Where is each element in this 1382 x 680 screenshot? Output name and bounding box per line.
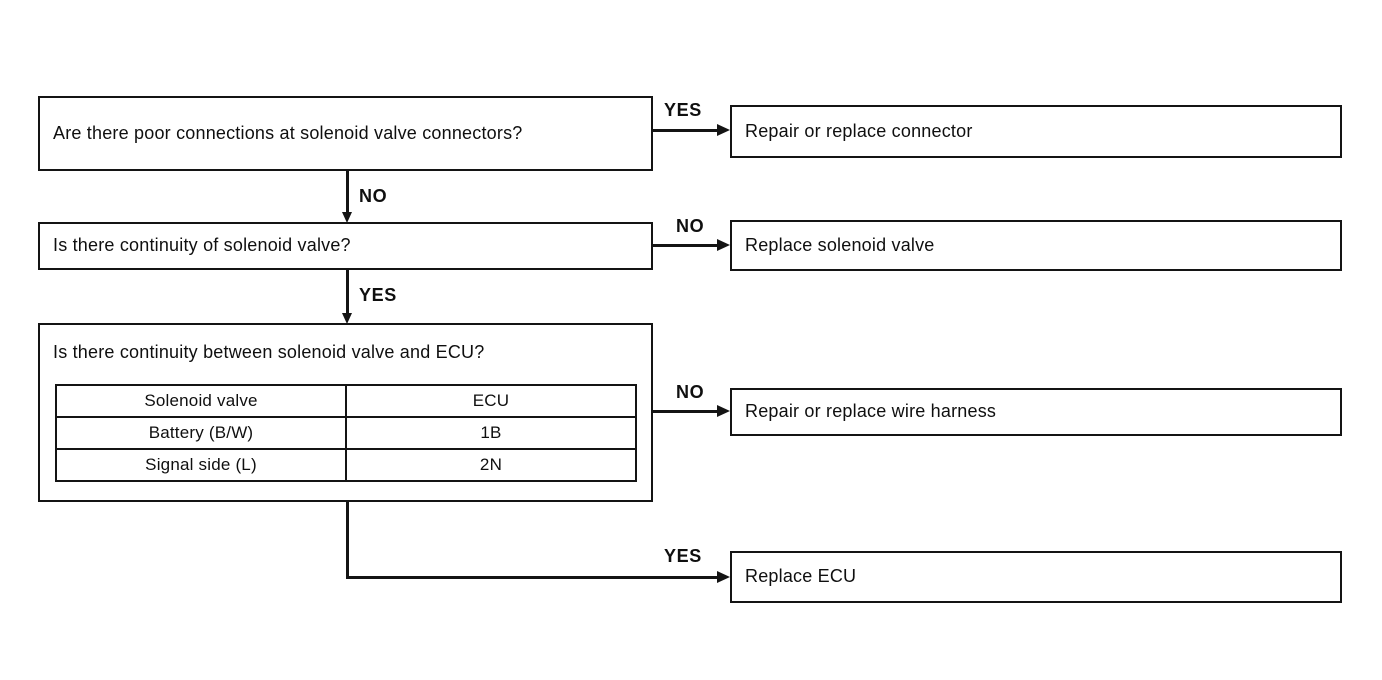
action-box-replace-ecu: Replace ECU	[730, 551, 1342, 603]
connector-q2-q3	[346, 270, 349, 316]
edge-label-no: NO	[676, 216, 705, 236]
arrowhead-right-icon	[717, 405, 730, 417]
connector-q1-r1	[652, 129, 720, 132]
action-box-repair-connector: Repair or replace connector	[730, 105, 1342, 158]
action-text: Repair or replace connector	[745, 120, 973, 141]
question-box-continuity-solenoid: Is there continuity of solenoid valve?	[38, 222, 653, 270]
pin-table-header-cell: ECU	[345, 384, 637, 418]
connector-q2-r2	[652, 244, 720, 247]
arrowhead-right-icon	[717, 239, 730, 251]
pin-table-header-cell: Solenoid valve	[55, 384, 347, 418]
edge-label-no: NO	[359, 186, 388, 206]
question-box-continuity-ecu: Is there continuity between solenoid val…	[38, 323, 653, 502]
question-text: Are there poor connections at solenoid v…	[53, 122, 523, 143]
pin-table: Solenoid valve ECU Battery (B/W) 1B Sign…	[55, 384, 637, 482]
question-box-poor-connections: Are there poor connections at solenoid v…	[38, 96, 653, 171]
action-box-repair-harness: Repair or replace wire harness	[730, 388, 1342, 436]
connector-q3-r3	[652, 410, 720, 413]
pin-table-header-row: Solenoid valve ECU	[55, 384, 637, 418]
pin-table-cell: Battery (B/W)	[55, 416, 347, 450]
connector-q1-q2	[346, 170, 349, 215]
edge-label-no: NO	[676, 382, 705, 402]
connector-q3-down	[346, 502, 349, 579]
edge-label-yes: YES	[664, 546, 702, 566]
action-text: Replace solenoid valve	[745, 234, 935, 255]
connector-q3-r4	[346, 576, 720, 579]
pin-table-cell: Signal side (L)	[55, 448, 347, 482]
edge-label-yes: YES	[664, 100, 702, 120]
action-box-replace-solenoid: Replace solenoid valve	[730, 220, 1342, 271]
question-text: Is there continuity of solenoid valve?	[53, 235, 351, 256]
action-text: Replace ECU	[745, 566, 857, 587]
arrowhead-down-icon	[342, 212, 352, 223]
arrowhead-right-icon	[717, 571, 730, 583]
action-text: Repair or replace wire harness	[745, 401, 997, 422]
pin-table-cell: 2N	[345, 448, 637, 482]
question-text: Is there continuity between solenoid val…	[53, 342, 485, 362]
arrowhead-down-icon	[342, 313, 352, 324]
edge-label-yes: YES	[359, 285, 397, 305]
arrowhead-right-icon	[717, 124, 730, 136]
pin-table-row: Signal side (L) 2N	[55, 448, 637, 482]
pin-table-cell: 1B	[345, 416, 637, 450]
pin-table-row: Battery (B/W) 1B	[55, 416, 637, 450]
